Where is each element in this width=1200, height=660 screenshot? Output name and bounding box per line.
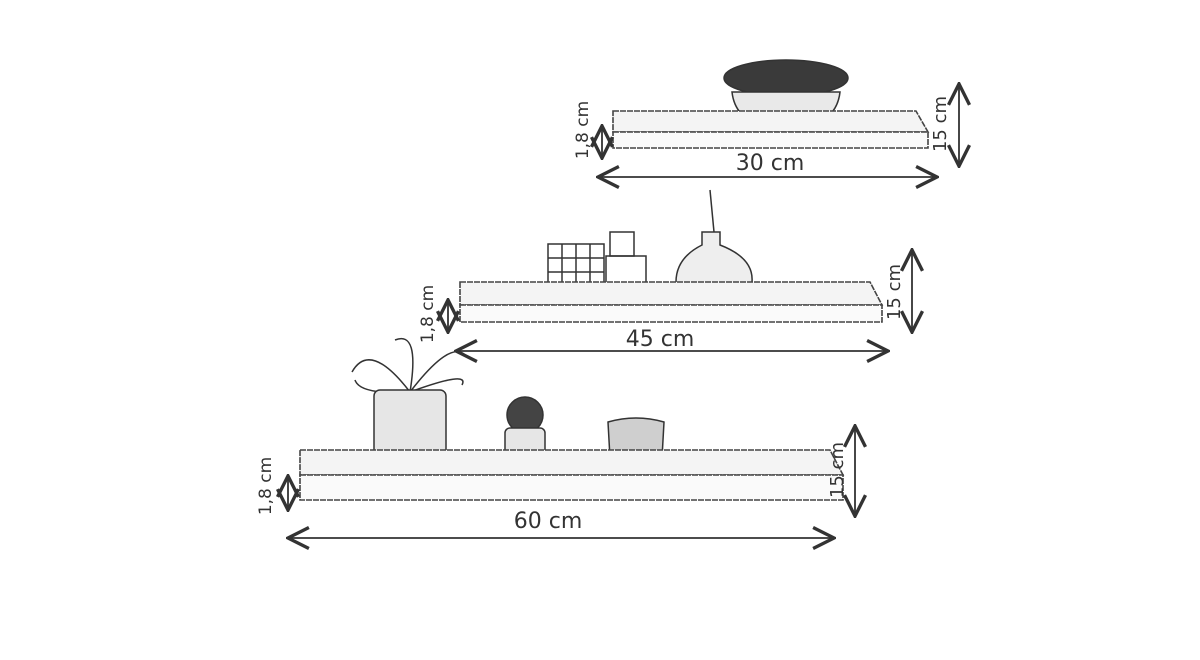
- shelf-front-face: [299, 474, 844, 501]
- width-label: 45 cm: [626, 327, 695, 352]
- thickness-label: 1,8 cm: [418, 285, 438, 343]
- width-label: 60 cm: [514, 509, 583, 534]
- thickness-label: 1,8 cm: [256, 457, 276, 515]
- shelf-top-face: [459, 281, 884, 306]
- depth-label: 15 cm: [827, 442, 848, 498]
- width-label: 30 cm: [736, 151, 805, 176]
- shelf-60cm: 60 cm 1,8 cm 15 cm: [256, 337, 855, 538]
- shelf-top-face: [612, 110, 930, 133]
- shelf-top-face: [299, 449, 845, 476]
- thickness-label: 1,8 cm: [573, 101, 593, 159]
- shelf-front-face: [459, 304, 883, 323]
- shelf-45cm: 45 cm 1,8 cm 15 cm: [418, 189, 912, 352]
- shelf-front-face: [612, 131, 929, 149]
- depth-label: 15 cm: [930, 96, 951, 152]
- shelf-30cm: 30 cm 1,8 cm 15 cm: [573, 59, 959, 177]
- depth-label: 15 cm: [884, 264, 905, 320]
